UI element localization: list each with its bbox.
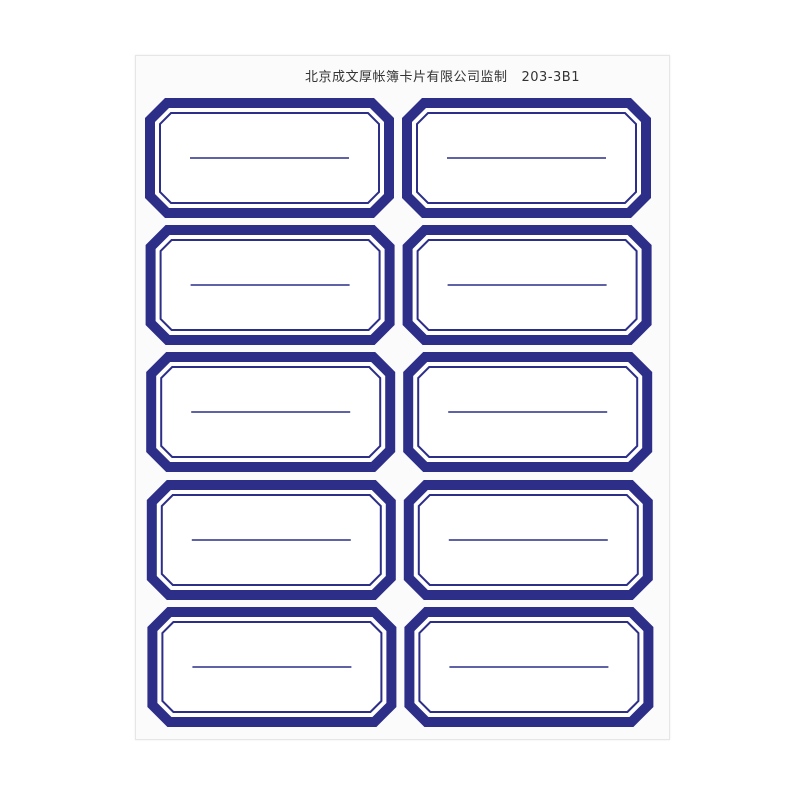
label-sticker — [146, 352, 396, 472]
manufacturer-text: 北京成文厚帐簿卡片有限公司监制 — [305, 70, 508, 85]
label-sticker — [402, 98, 651, 218]
label-sticker — [145, 225, 395, 345]
label-sticker — [402, 225, 652, 345]
label-sticker — [404, 607, 654, 727]
label-sticker — [403, 480, 653, 600]
label-sticker — [147, 607, 397, 727]
label-sticker — [145, 98, 394, 218]
label-sticker — [403, 352, 653, 472]
model-code: 203-3B1 — [521, 70, 580, 85]
label-sticker — [146, 480, 396, 600]
sheet-header: 北京成文厚帐簿卡片有限公司监制 203-3B1 — [305, 66, 580, 85]
